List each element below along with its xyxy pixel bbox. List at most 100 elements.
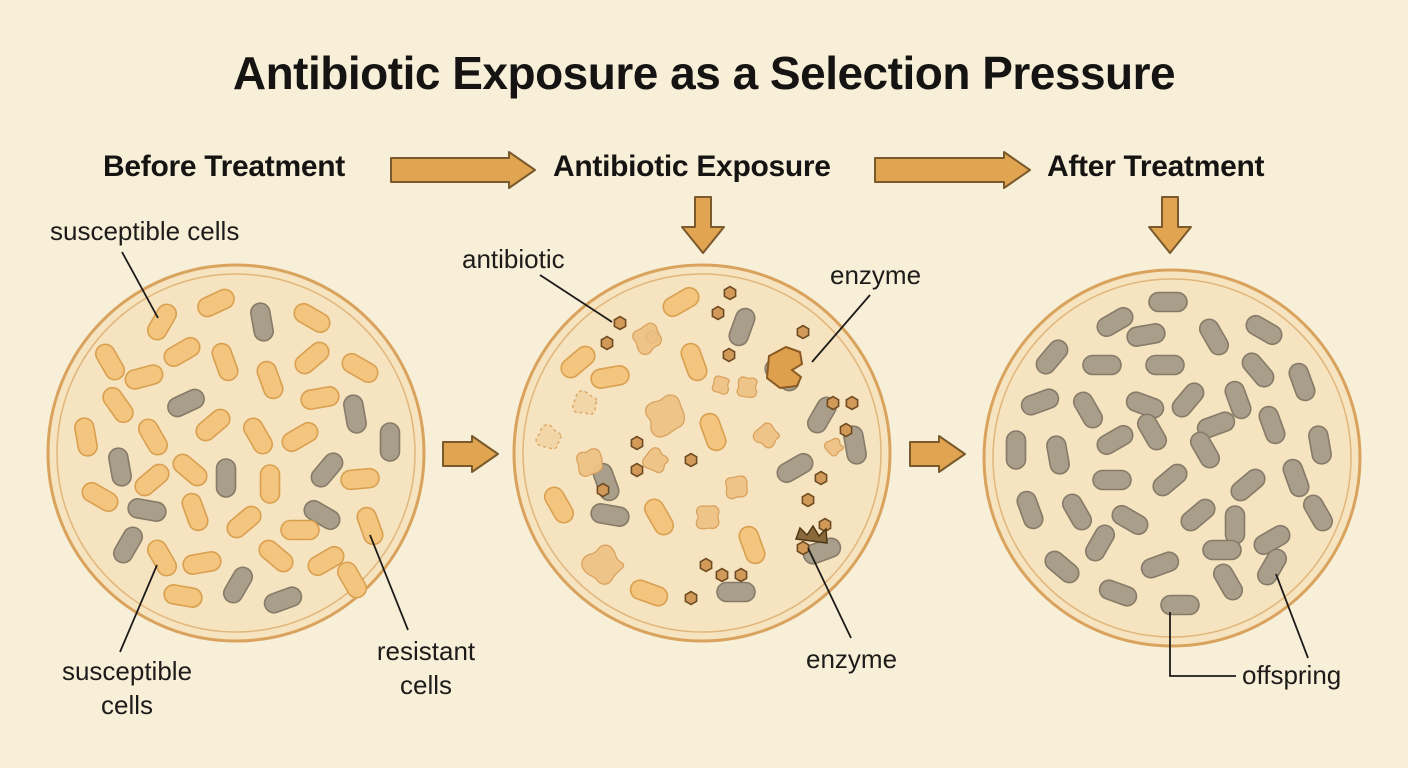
lysed-cell-debris-3 — [644, 394, 685, 438]
resistant-cell-21 — [379, 422, 401, 462]
enzyme-large — [765, 345, 804, 390]
surviving-susceptible-cell-4 — [590, 365, 630, 389]
susceptible-cell-37 — [182, 551, 222, 575]
susceptible-cell-16 — [74, 417, 98, 457]
arrow-down-icon — [1148, 196, 1192, 254]
resistant-cell-3 — [250, 302, 274, 342]
resistant-cell-after-9 — [1241, 352, 1275, 388]
susceptible-cell-1 — [197, 288, 235, 318]
arrow-right-icon — [909, 435, 966, 473]
petri-dish-3 — [982, 268, 1362, 648]
petri-dish-inner-rim-2 — [522, 273, 882, 633]
resistant-cell-after-29 — [1061, 493, 1093, 531]
resistant-cell-after-19 — [1258, 405, 1286, 445]
resistant-cell-after-32 — [1224, 505, 1246, 545]
susceptible-cell-40 — [307, 545, 345, 577]
resistant-cell-after-24 — [1092, 469, 1132, 491]
antibiotic-molecule-16 — [801, 492, 815, 508]
label-enzyme-top: enzyme — [830, 260, 922, 290]
resistant-cell-30 — [127, 498, 167, 522]
leader-line-susceptible-bottom — [119, 564, 158, 653]
surviving-susceptible-cell-14 — [643, 498, 675, 536]
leader-line-offspring-2 — [1275, 573, 1309, 659]
susceptible-cell-7 — [211, 342, 239, 382]
antibiotic-molecule-21 — [715, 567, 729, 583]
antibiotic-molecule-14 — [814, 470, 828, 486]
leader-line-resistant — [369, 534, 409, 631]
lysed-cell-debris-11 — [736, 376, 758, 399]
resistant-cell-after-12 — [1072, 391, 1104, 429]
resistant-cell-after-30 — [1111, 504, 1149, 536]
resistant-cell-after-37 — [1140, 551, 1180, 579]
susceptible-cell-42 — [163, 584, 203, 608]
lysed-cell-debris-12 — [823, 437, 845, 457]
antibiotic-molecule-19 — [699, 557, 713, 573]
resistant-cell-after-25 — [1152, 463, 1188, 497]
resistant-cell-after-31 — [1180, 498, 1216, 532]
resistant-cell-after-13 — [1125, 391, 1165, 419]
resistant-cell-15 — [343, 394, 367, 434]
resistant-cell-after-18 — [1196, 411, 1236, 439]
susceptible-cell-31 — [181, 492, 209, 532]
resistant-cell-after-22 — [1046, 435, 1070, 475]
leader-line-offspring-1 — [1169, 612, 1236, 677]
antibiotic-molecule-12 — [684, 452, 698, 468]
susceptible-cell-34 — [356, 506, 384, 546]
resistant-cell-after-20 — [1308, 425, 1332, 465]
susceptible-cell-4 — [293, 302, 331, 334]
antibiotic-molecule-6 — [722, 347, 736, 363]
susceptible-cell-28 — [134, 463, 170, 497]
lysed-cell-debris-9 — [695, 505, 720, 530]
susceptible-cell-23 — [172, 453, 208, 487]
resistant-cell-after-16 — [1096, 424, 1134, 456]
antibiotic-molecule-13 — [630, 462, 644, 478]
antibiotic-molecule-11 — [630, 435, 644, 451]
antibiotic-molecule-2 — [613, 315, 627, 331]
antibiotic-molecule-9 — [826, 395, 840, 411]
resistant-cell-after-42 — [1212, 563, 1244, 601]
resistant-cell-after-36 — [1044, 550, 1080, 584]
lysed-cell-debris-4 — [535, 424, 562, 450]
lysed-cell-debris-10 — [581, 544, 625, 585]
resistant-cell-43 — [263, 586, 303, 614]
resistant-cell-after-39 — [1256, 548, 1288, 586]
surviving-resistant-cell-13 — [590, 503, 630, 527]
surviving-susceptible-cell-5 — [680, 342, 708, 382]
resistant-cell-after-2 — [1096, 306, 1134, 338]
lysed-cell-debris-13 — [711, 375, 730, 395]
antibiotic-molecule-7 — [796, 324, 810, 340]
label-susceptible-cells-bottom: susceptible cells — [61, 656, 193, 720]
susceptible-cell-14 — [300, 386, 340, 410]
lysed-cell-debris-1 — [632, 322, 663, 356]
arrow-right-icon — [874, 151, 1031, 189]
antibiotic-molecule-3 — [711, 305, 725, 321]
stage-label-after: After Treatment — [1047, 150, 1265, 183]
surviving-susceptible-cell-9 — [699, 412, 727, 452]
resistant-cell-after-17 — [1136, 413, 1168, 451]
resistant-cell-after-33 — [1253, 524, 1291, 556]
resistant-cell-after-35 — [1084, 524, 1116, 562]
stage-label-before: Before Treatment — [103, 150, 345, 183]
lysed-cell-debris-2 — [572, 390, 598, 416]
arrow-right-icon — [442, 435, 499, 473]
antibiotic-molecule-20 — [734, 567, 748, 583]
resistant-cell-after-28 — [1016, 490, 1044, 530]
leader-line-antibiotic — [539, 274, 613, 323]
resistant-cell-after-23 — [1189, 431, 1221, 469]
stage-label-exposure: Antibiotic Exposure — [553, 150, 831, 183]
enzyme-small — [794, 524, 828, 544]
resistant-cell-after-3 — [1198, 318, 1230, 356]
label-offspring: offspring — [1242, 660, 1342, 690]
surviving-susceptible-cell-15 — [738, 525, 766, 565]
resistant-cell-13 — [167, 388, 205, 418]
lysed-cell-debris-7 — [725, 475, 748, 500]
resistant-cell-after-41 — [1160, 594, 1200, 616]
susceptible-cell-11 — [341, 352, 379, 384]
surviving-susceptible-cell-3 — [560, 345, 596, 379]
susceptible-cell-9 — [124, 364, 164, 390]
resistant-cell-after-14 — [1171, 382, 1205, 418]
resistant-cell-after-8 — [1145, 354, 1185, 376]
antibiotic-molecule-8 — [845, 395, 859, 411]
susceptible-cell-44 — [336, 561, 368, 599]
